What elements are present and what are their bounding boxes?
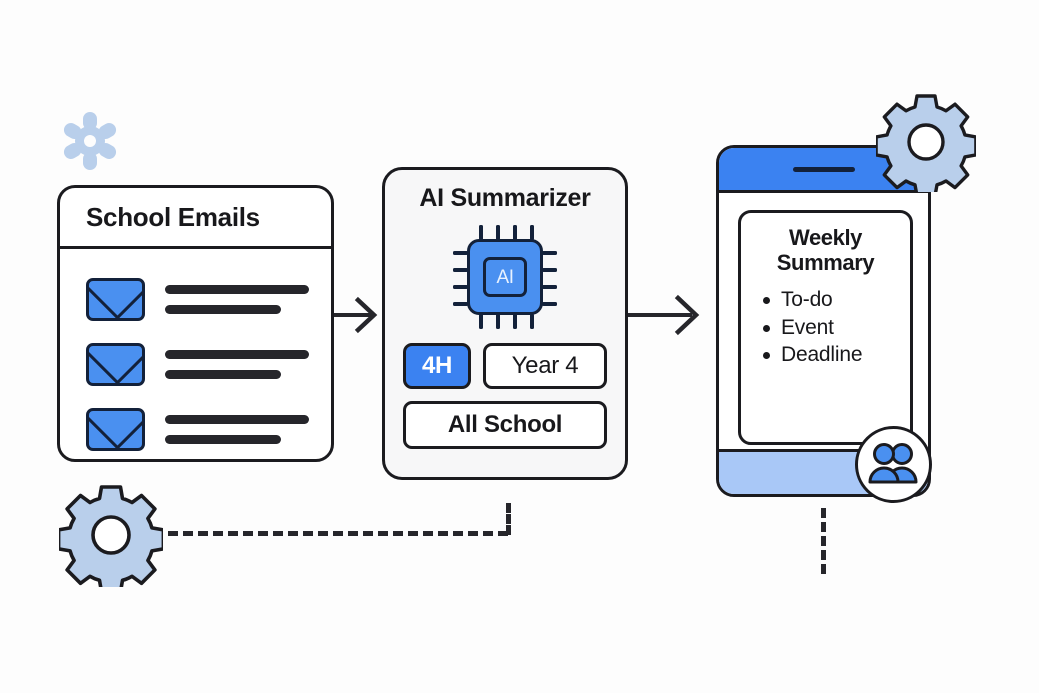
phone-speaker-icon — [792, 166, 855, 172]
email-line-primary — [165, 415, 309, 424]
bullet-icon — [763, 324, 770, 332]
email-list — [60, 249, 331, 459]
email-line-primary — [165, 285, 309, 294]
arrow-emails-to-ai — [334, 294, 380, 341]
list-item-label: To-do — [781, 287, 833, 311]
page-title: School Emails — [86, 201, 260, 232]
list-item-label: Deadline — [781, 343, 863, 367]
envelope-icon — [86, 278, 145, 321]
email-text-placeholder — [165, 415, 309, 444]
ai-chip-label: AI — [496, 266, 514, 288]
email-line-secondary — [165, 435, 281, 444]
weekly-summary-title-line-2: Summary — [776, 250, 875, 276]
email-text-placeholder — [165, 285, 309, 314]
list-item: To-do — [763, 286, 900, 314]
weekly-summary-title: Weekly Summary — [751, 225, 900, 276]
gear-large-icon — [56, 483, 166, 594]
dashed-connector-phone — [821, 508, 826, 574]
arrow-ai-to-phone — [628, 290, 702, 345]
school-emails-header: School Emails — [60, 188, 331, 249]
list-item[interactable] — [60, 397, 331, 462]
audience-filter-row: 4H Year 4 — [403, 343, 607, 389]
envelope-icon — [86, 343, 145, 386]
list-item: Event — [763, 314, 900, 342]
ai-summarizer-panel: AI Summarizer AI — [382, 167, 628, 480]
filter-chip-4h[interactable]: 4H — [403, 343, 471, 389]
email-line-secondary — [165, 370, 281, 379]
gear-phone-icon — [874, 92, 978, 198]
weekly-summary-list: To-do Event Deadline — [751, 286, 900, 370]
list-item[interactable] — [60, 332, 331, 397]
weekly-summary-title-line-1: Weekly — [788, 225, 863, 250]
bullet-icon — [763, 296, 770, 304]
filter-chip-year-4[interactable]: Year 4 — [483, 343, 607, 389]
envelope-icon — [86, 408, 145, 451]
ai-chip-core: AI — [483, 257, 527, 297]
ai-chip-icon: AI — [453, 225, 557, 329]
email-text-placeholder — [165, 350, 309, 379]
dashed-connector-up — [506, 503, 511, 535]
list-item: Deadline — [763, 341, 900, 369]
ai-chip-body: AI — [467, 239, 543, 315]
bullet-icon — [763, 352, 770, 360]
email-line-secondary — [165, 305, 281, 314]
dashed-connector-main — [168, 531, 508, 536]
weekly-summary-card: Weekly Summary To-do Event Deadline — [738, 210, 913, 445]
list-item-label: Event — [781, 315, 834, 339]
school-emails-panel: School Emails — [57, 185, 334, 462]
filter-chip-all-school[interactable]: All School — [403, 401, 607, 449]
list-item[interactable] — [60, 267, 331, 332]
ai-summarizer-title: AI Summarizer — [419, 184, 591, 212]
email-line-primary — [165, 350, 309, 359]
people-icon[interactable] — [855, 426, 932, 503]
gear-small-icon — [62, 112, 118, 175]
